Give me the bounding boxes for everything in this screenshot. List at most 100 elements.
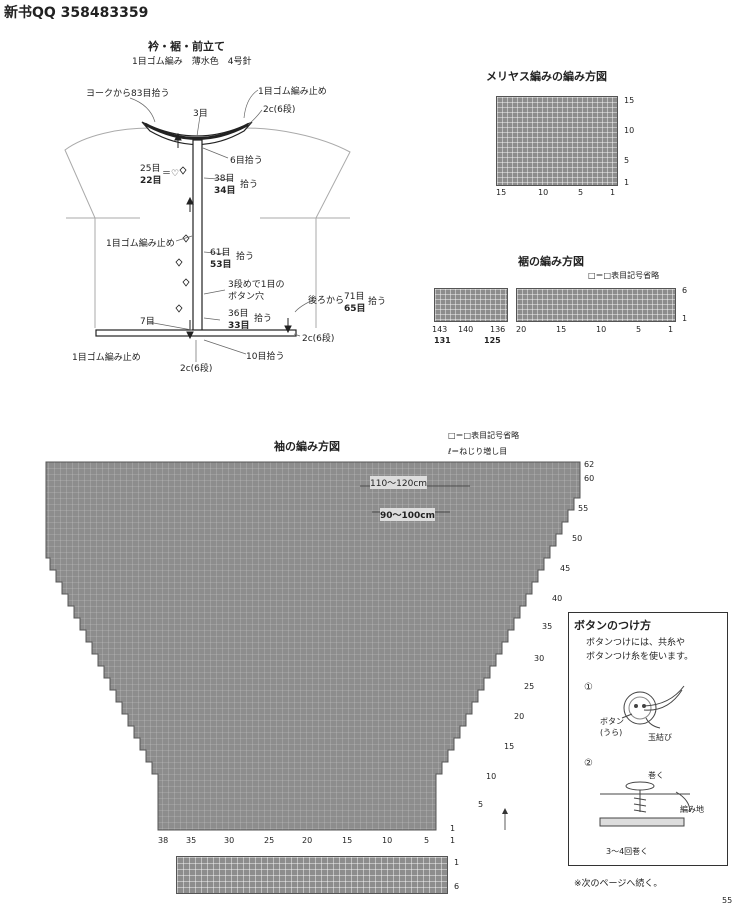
label-seven-sts: 7目 [140, 317, 155, 327]
label-rib-bindoff-mid: 1目ゴム編み止め [106, 239, 175, 249]
collar-diagram-subtitle: 1目ゴム編み 薄水色 4号針 [132, 57, 252, 67]
stockinette-row-1: 1 [624, 178, 630, 187]
stockinette-col-1: 1 [610, 188, 616, 197]
sleeve-col-35: 35 [186, 836, 197, 845]
sleeve-cuff-row-6: 6 [454, 882, 460, 891]
hem-col-10: 10 [596, 325, 607, 334]
sleeve-cuff-row-1: 1 [454, 858, 460, 867]
label-back-from: 後ろから [308, 296, 345, 306]
sleeve-legend-2: ℓ＝ねじり増し目 [448, 447, 508, 456]
label-two-c-bottom: 2c(6段) [180, 364, 213, 374]
hem-col-1: 1 [668, 325, 674, 334]
stockinette-row-10: 10 [624, 126, 635, 135]
sleeve-row-5: 5 [478, 800, 484, 809]
sleeve-row-15: 15 [504, 742, 515, 751]
continued-note: ※次のページへ続く。 [574, 879, 663, 889]
button-box-title: ボタンのつけ方 [574, 619, 651, 632]
hem-grid-right [516, 288, 676, 322]
button-step-1: ① [584, 682, 593, 693]
sleeve-col-25: 25 [264, 836, 275, 845]
page-number: 55 [722, 896, 733, 905]
label-sts-22: 22目 [140, 176, 162, 186]
label-rib-bindoff-top: 1目ゴム編み止め [258, 87, 327, 97]
hem-col-20: 20 [516, 325, 527, 334]
label-two-c-right: 2c(6段) [302, 334, 335, 344]
label-button-back-1: ボタン [600, 717, 624, 726]
label-buttonhole-1: 3段めで1目の [228, 280, 285, 290]
hem-row-1: 1 [682, 314, 688, 323]
sleeve-width-2: 90〜100cm [380, 508, 436, 521]
collar-diagram-title: 衿・裾・前立て [148, 40, 225, 53]
hem-col-136: 136 [490, 325, 506, 334]
sleeve-row-55: 55 [578, 504, 589, 513]
sleeve-row-35: 35 [542, 622, 553, 631]
label-two-c-top: 2c(6段) [263, 105, 296, 115]
stockinette-grid [496, 96, 618, 186]
hem-col-131: 131 [434, 336, 451, 345]
label-pickup-3: 拾う [254, 314, 273, 324]
label-knot: 玉結び [648, 733, 672, 742]
label-heart-eq: ＝♡ [162, 169, 180, 179]
label-sts-65: 65目 [344, 304, 366, 314]
label-sts-38: 38目 [214, 174, 235, 184]
hem-col-15: 15 [556, 325, 567, 334]
sleeve-row-20: 20 [514, 712, 525, 721]
hem-chart-title: 裾の編み方図 [518, 255, 584, 268]
label-fabric: 編み地 [680, 805, 704, 814]
stockinette-col-10: 10 [538, 188, 549, 197]
sleeve-col-15: 15 [342, 836, 353, 845]
label-three-sts: 3目 [193, 109, 208, 119]
sleeve-row-45: 45 [560, 564, 571, 573]
sleeve-row-40: 40 [552, 594, 563, 603]
sleeve-row-60: 60 [584, 474, 595, 483]
label-sts-36: 36目 [228, 309, 249, 319]
hem-chart-legend: □＝□表目記号省略 [588, 271, 660, 280]
sleeve-row-50: 50 [572, 534, 583, 543]
label-button-back-2: (うら) [600, 728, 623, 737]
hem-grid-left [434, 288, 508, 322]
sleeve-col-10: 10 [382, 836, 393, 845]
hem-col-125: 125 [484, 336, 501, 345]
label-pickup-1: 拾う [240, 180, 259, 190]
sleeve-col-38: 38 [158, 836, 169, 845]
hem-row-6: 6 [682, 286, 688, 295]
sleeve-row-1: 1 [450, 824, 456, 833]
label-six-pickup: 6目拾う [230, 156, 263, 166]
sleeve-row-25: 25 [524, 682, 535, 691]
sleeve-chart-title: 袖の編み方図 [274, 440, 340, 453]
stockinette-row-5: 5 [624, 156, 630, 165]
sleeve-width-1: 110〜120cm [370, 476, 428, 489]
label-pickup-2: 拾う [236, 252, 255, 262]
label-buttonhole-2: ボタン穴 [228, 292, 265, 302]
sleeve-col-1: 1 [450, 836, 456, 845]
stockinette-col-15: 15 [496, 188, 507, 197]
label-yoke-pickup: ヨークから83目拾う [86, 89, 170, 99]
sleeve-col-20: 20 [302, 836, 313, 845]
label-sts-71: 71目 [344, 292, 365, 302]
sleeve-legend-1: □＝□表目記号省略 [448, 431, 520, 440]
label-sts-53: 53目 [210, 260, 232, 270]
qq-header: 新书QQ 358483359 [4, 5, 149, 21]
button-box-intro-1: ボタンつけには、共糸や [586, 638, 686, 648]
sleeve-col-30: 30 [224, 836, 235, 845]
label-rib-bindoff-bottom: 1目ゴム編み止め [72, 353, 141, 363]
stockinette-row-15: 15 [624, 96, 635, 105]
hem-col-5: 5 [636, 325, 642, 334]
label-sts-25: 25目 [140, 164, 161, 174]
hem-col-143: 143 [432, 325, 448, 334]
sleeve-row-62: 62 [584, 460, 595, 469]
sleeve-row-10: 10 [486, 772, 497, 781]
label-wrap: 巻く [648, 771, 664, 780]
label-pickup-4: 拾う [368, 297, 387, 307]
hem-col-140: 140 [458, 325, 474, 334]
sleeve-row-30: 30 [534, 654, 545, 663]
stockinette-col-5: 5 [578, 188, 584, 197]
label-ten-pickup: 10目拾う [246, 352, 285, 362]
button-box-intro-2: ボタンつけ糸を使います。 [586, 652, 694, 662]
label-sts-33: 33目 [228, 321, 250, 331]
label-wind-times: 3〜4回巻く [606, 847, 649, 856]
sleeve-col-5: 5 [424, 836, 430, 845]
sleeve-cuff-grid [176, 856, 448, 894]
